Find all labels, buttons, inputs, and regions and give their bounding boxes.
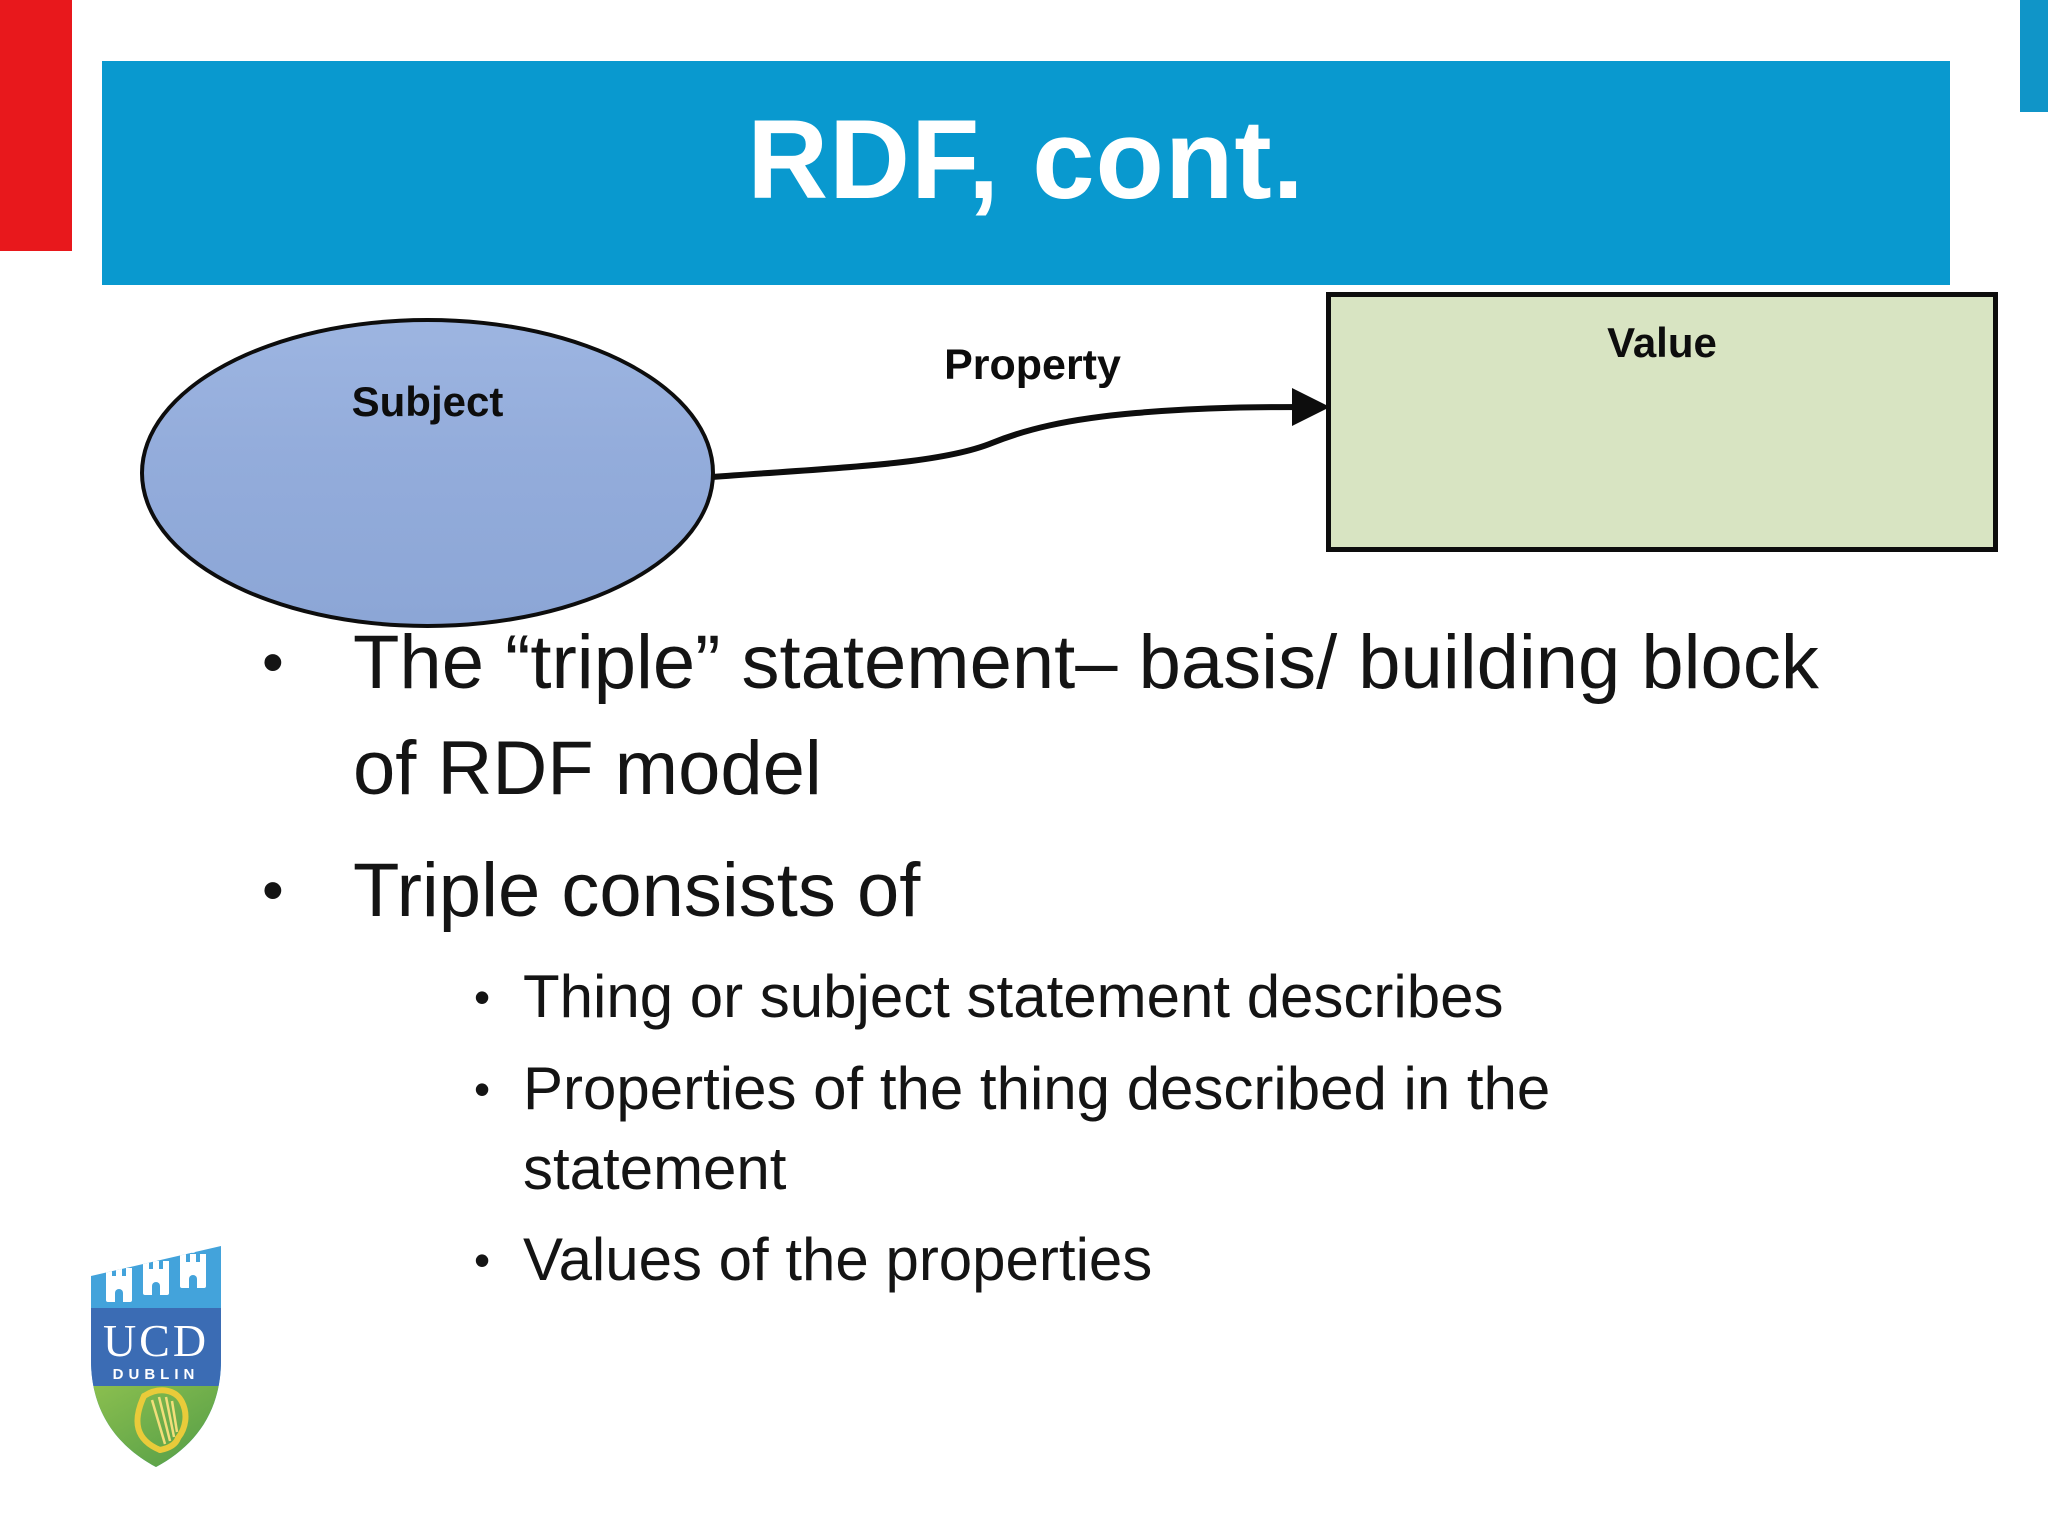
red-overlay-bar — [0, 0, 72, 251]
sub-bullet-text: Properties of the thing described in the… — [523, 1055, 1551, 1202]
subject-label: Subject — [351, 378, 504, 425]
bullet-text: The “triple” statement– basis/ building … — [353, 620, 1819, 811]
harp-icon — [134, 1387, 189, 1453]
crest-green-field — [91, 1386, 221, 1467]
value-label: Value — [1607, 319, 1717, 366]
title-banner: RDF, cont. — [102, 61, 1950, 285]
bullet-dot-icon: • — [262, 628, 284, 697]
bullet-dot-icon: • — [474, 1063, 491, 1115]
bullet-dot-icon: • — [474, 971, 491, 1023]
property-label: Property — [944, 341, 1121, 389]
crest-city-text: DUBLIN — [113, 1366, 200, 1383]
value-box: Value — [1326, 292, 1998, 552]
teal-overlay-bar — [2020, 0, 2048, 112]
arrow-head-icon — [1292, 388, 1330, 426]
bullet-dot-icon: • — [262, 856, 284, 925]
crest-mid-band — [91, 1308, 221, 1386]
sub-bullet-text: Thing or subject statement describes — [523, 963, 1504, 1030]
bullet-dot-icon: • — [474, 1234, 491, 1286]
castle-icons — [106, 1247, 206, 1302]
sub-bullet-text: Values of the properties — [523, 1226, 1153, 1293]
bullet-text: Triple consists of — [353, 848, 921, 933]
slide-title: RDF, cont. — [747, 96, 1305, 222]
ucd-dublin-logo: UCD DUBLIN — [91, 1246, 221, 1467]
crest-acronym-text: UCD — [103, 1315, 209, 1366]
arrow-line — [711, 404, 1313, 480]
subject-ellipse: Subject — [140, 318, 715, 628]
